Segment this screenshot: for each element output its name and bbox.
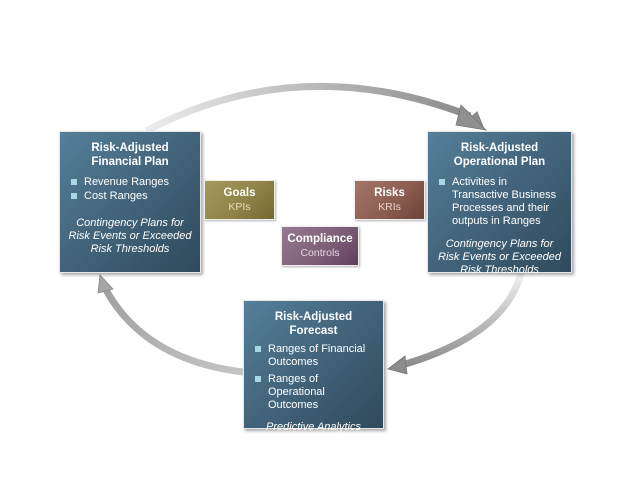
forecast-bullets: Ranges of Financial Outcomes Ranges of O… xyxy=(252,343,375,412)
forecast-note: Predictive Analytics xyxy=(252,421,375,434)
bullet-text: Cost Ranges xyxy=(84,190,148,202)
square-bullet-icon xyxy=(255,346,261,352)
operational-plan-box: Risk-Adjusted Operational Plan Activitie… xyxy=(427,131,572,276)
arrow-operational-to-forecast xyxy=(387,272,525,375)
square-bullet-icon xyxy=(439,179,445,185)
financial-plan-title: Risk-Adjusted Financial Plan xyxy=(68,141,192,169)
forecast-box: Risk-Adjusted Forecast Ranges of Financi… xyxy=(243,300,384,433)
compliance-box: Compliance Controls xyxy=(281,226,359,266)
forecast-title: Risk-Adjusted Forecast xyxy=(252,310,375,338)
bullet-text: Revenue Ranges xyxy=(84,176,170,188)
compliance-subtitle: Controls xyxy=(300,247,340,259)
operational-plan-title: Risk-Adjusted Operational Plan xyxy=(436,141,563,169)
title-line: Operational Plan xyxy=(453,156,546,168)
title-line: Risk-Adjusted xyxy=(91,142,169,154)
compliance-title: Compliance xyxy=(287,233,353,245)
title-line: Forecast xyxy=(289,325,338,337)
goals-subtitle: KPIs xyxy=(228,201,251,213)
goals-box: Goals KPIs xyxy=(204,180,275,220)
arrow-financial-to-operational xyxy=(144,82,488,135)
note-line: Contingency Plans for xyxy=(445,238,554,250)
bullet-text: Ranges of Financial Outcomes xyxy=(268,343,366,368)
risks-subtitle: KRIs xyxy=(378,201,401,213)
note-line: Risk Thresholds xyxy=(90,243,170,255)
bullet-item: Activities in Transactive Business Proce… xyxy=(436,176,563,228)
bullet-text: Activities in Transactive Business Proce… xyxy=(452,176,557,227)
goals-title: Goals xyxy=(223,187,256,199)
financial-plan-note: Contingency Plans for Risk Events or Exc… xyxy=(68,217,192,256)
bullet-item: Revenue Ranges xyxy=(68,176,192,189)
bullet-item: Ranges of Financial Outcomes xyxy=(252,343,375,369)
note-line: Contingency Plans for xyxy=(76,217,184,229)
operational-plan-note: Contingency Plans for Risk Events or Exc… xyxy=(436,238,563,277)
note-line: Risk Thresholds xyxy=(460,264,539,276)
risks-title: Risks xyxy=(374,187,405,199)
note-line: Risk Events or Exceeded xyxy=(68,230,192,242)
financial-plan-bullets: Revenue Ranges Cost Ranges xyxy=(68,176,192,203)
arrow-forecast-to-financial xyxy=(97,274,244,376)
title-line: Risk-Adjusted xyxy=(460,142,539,154)
square-bullet-icon xyxy=(71,179,77,185)
title-line: Financial Plan xyxy=(91,156,169,168)
title-line: Risk-Adjusted xyxy=(274,311,353,323)
note-line: Predictive Analytics xyxy=(266,421,361,433)
square-bullet-icon xyxy=(71,193,77,199)
bullet-item: Cost Ranges xyxy=(68,190,192,203)
risks-box: Risks KRIs xyxy=(354,180,425,220)
bullet-text: Ranges of Operational Outcomes xyxy=(268,373,325,411)
operational-plan-bullets: Activities in Transactive Business Proce… xyxy=(436,176,563,228)
square-bullet-icon xyxy=(255,376,261,382)
note-line: Risk Events or Exceeded xyxy=(438,251,561,263)
bullet-item: Ranges of Operational Outcomes xyxy=(252,373,375,412)
financial-plan-box: Risk-Adjusted Financial Plan Revenue Ran… xyxy=(59,131,201,273)
